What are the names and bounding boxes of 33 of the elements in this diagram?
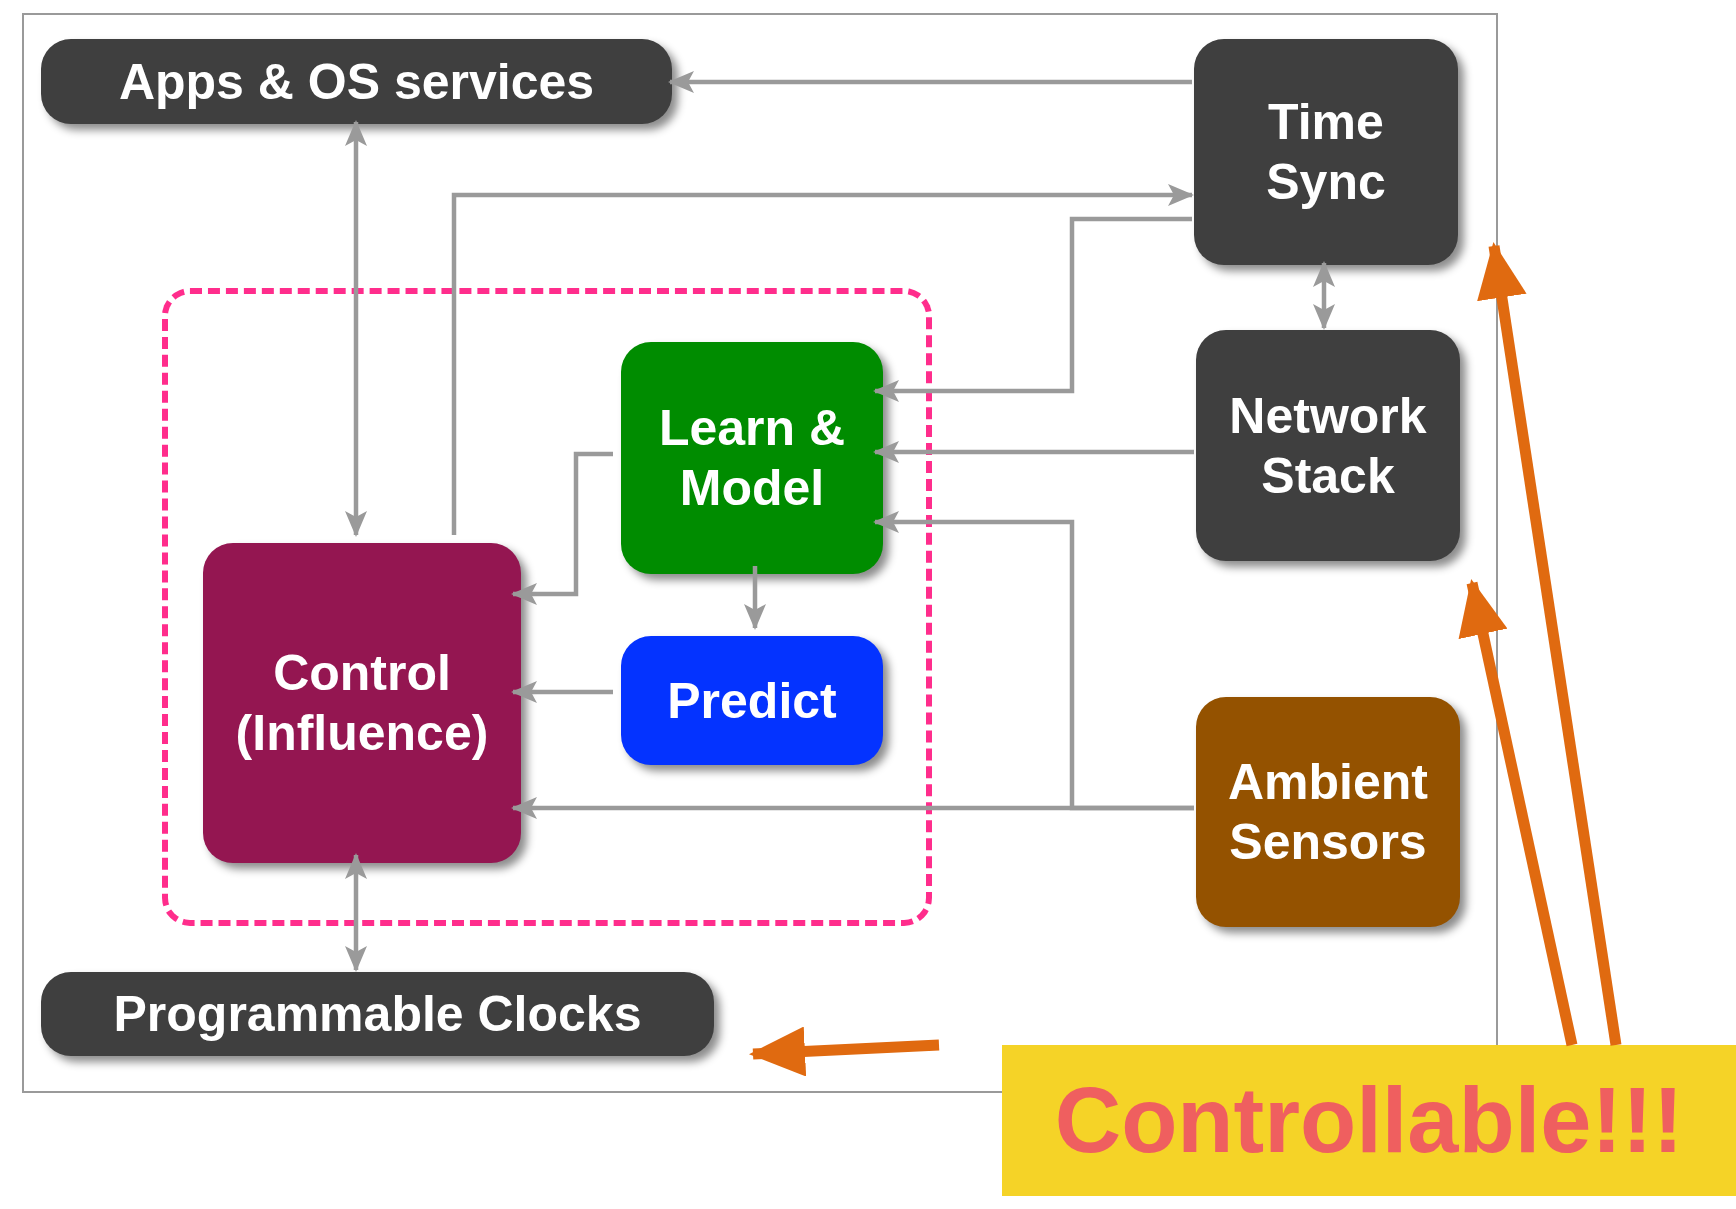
arrow [1313,261,1335,330]
arrow [511,451,613,605]
arrow [1458,579,1578,1047]
process-box [41,972,714,1056]
process-box [1196,697,1460,927]
process-box [41,39,672,124]
box-label: Control (Influence) [234,644,490,763]
arrow [451,184,1194,535]
arrow [749,1026,940,1077]
arrow [744,566,766,630]
arrow [668,71,1192,93]
arrow [345,853,367,972]
arrow [511,681,613,703]
arrow [873,441,1194,463]
arrow [345,120,367,537]
box-label: Programmable Clocks [112,985,643,1044]
box-label: Ambient Sensors [1227,753,1429,872]
box-label: Learn & Model [657,399,847,518]
process-box [1196,330,1460,561]
box-label: Predict [666,671,838,731]
arrow [873,216,1192,402]
process-box [621,636,883,765]
process-box [1194,39,1458,265]
process-box [621,342,883,574]
arrow [1477,242,1622,1046]
callout-box [1002,1045,1736,1196]
process-box [203,543,521,863]
box-label: Apps & OS services [117,52,596,112]
box-label: Time Sync [1265,93,1387,212]
arrow [511,797,1194,819]
box-label: Network Stack [1228,386,1428,506]
box-label: Controllable!!! [1053,1068,1685,1174]
group-outline [162,288,932,926]
